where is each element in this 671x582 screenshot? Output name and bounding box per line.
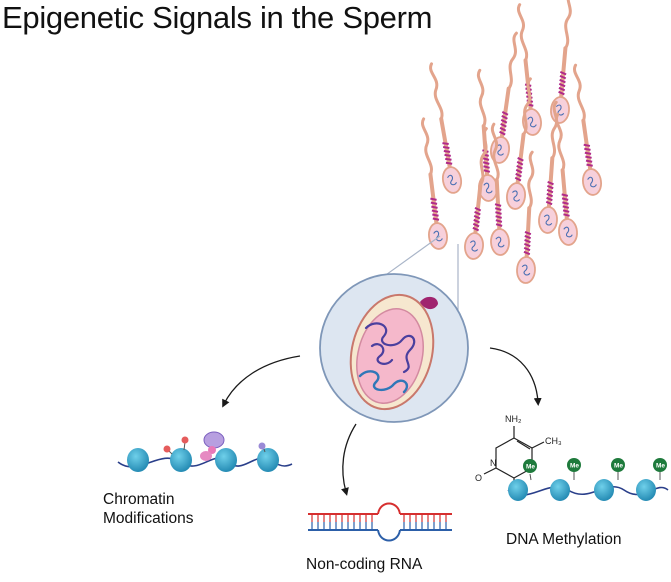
non-coding-rna-label: Non-coding RNA [306,556,423,573]
methyl-tag [611,458,625,472]
rna-illustration [308,502,452,542]
sperm-cell [564,61,605,199]
chromatin-modifications-label: Chromatin Modifications [103,490,193,528]
nucleosome [550,479,570,501]
sperm-cell [503,75,542,212]
methyl-tag [653,458,667,472]
chromatin-label-line-2: Modifications [103,510,194,527]
nucleosome [170,448,192,472]
page-title: Epigenetic Signals in the Sperm [2,0,433,35]
arrows [222,347,542,496]
zoomed-sperm-head [319,273,469,423]
nucleosome [215,448,237,472]
sperm-cell [508,1,545,138]
arrow-to-rna [341,423,357,496]
methyl-tag [567,458,581,472]
nucleosome [127,448,149,472]
methyl-tag-label: Me [526,464,535,471]
methyl-tag-label: Me [614,463,623,470]
chromatin-label-line-1: Chromatin [103,491,175,508]
molecule-methyl-label: CH₃ [545,436,562,446]
methyl-tag [523,459,537,473]
nucleosome [636,479,656,501]
dna-methylation-label: DNA Methylation [506,531,622,548]
nucleosome [257,448,279,472]
arrow-to-methylation [489,347,542,406]
molecule-n3-label: N [490,458,497,468]
methyl-tag-label: Me [570,463,579,470]
nucleosome [594,479,614,501]
methyl-tag-label: Me [656,463,665,470]
methylation-illustration: Me Me Me Me [507,458,669,501]
molecule-oxygen-label: O [475,473,482,483]
arrow-to-chromatin [222,355,301,408]
nucleosome [508,479,528,501]
sperm-cell [487,29,528,167]
sperm-cluster [412,0,605,283]
molecule-amine-label: NH₂ [505,414,522,424]
chromatin-illustration [117,431,293,472]
